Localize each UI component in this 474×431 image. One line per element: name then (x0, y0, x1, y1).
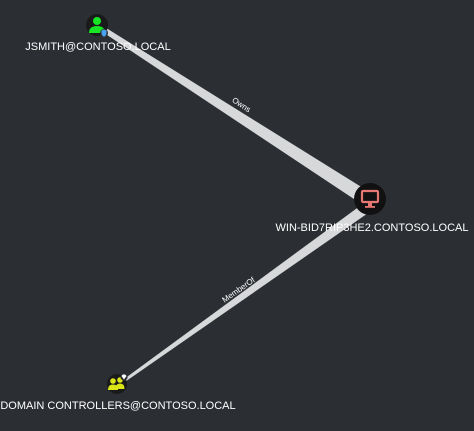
edge-owns-line (101, 26, 371, 207)
node-user-jsmith[interactable]: JSMITH@CONTOSO.LOCAL (25, 14, 171, 53)
node-group-domain-controllers[interactable]: DOMAIN CONTROLLERS@CONTOSO.LOCAL (0, 373, 236, 412)
monitor-icon (360, 189, 380, 208)
node-computer-win-bid7rip3he2[interactable]: WIN-BID7RIP3HE2.CONTOSO.LOCAL (276, 183, 469, 234)
node-group-label: DOMAIN CONTROLLERS@CONTOSO.LOCAL (0, 400, 235, 412)
users-icon (108, 377, 125, 390)
shield-badge-icon (100, 29, 108, 37)
gem-badge-icon (120, 373, 128, 381)
node-computer-circle (354, 183, 386, 215)
edge-memberof-line (120, 203, 371, 384)
node-computer-label: WIN-BID7RIP3HE2.CONTOSO.LOCAL (276, 222, 469, 234)
node-user-label: JSMITH@CONTOSO.LOCAL (25, 41, 170, 53)
